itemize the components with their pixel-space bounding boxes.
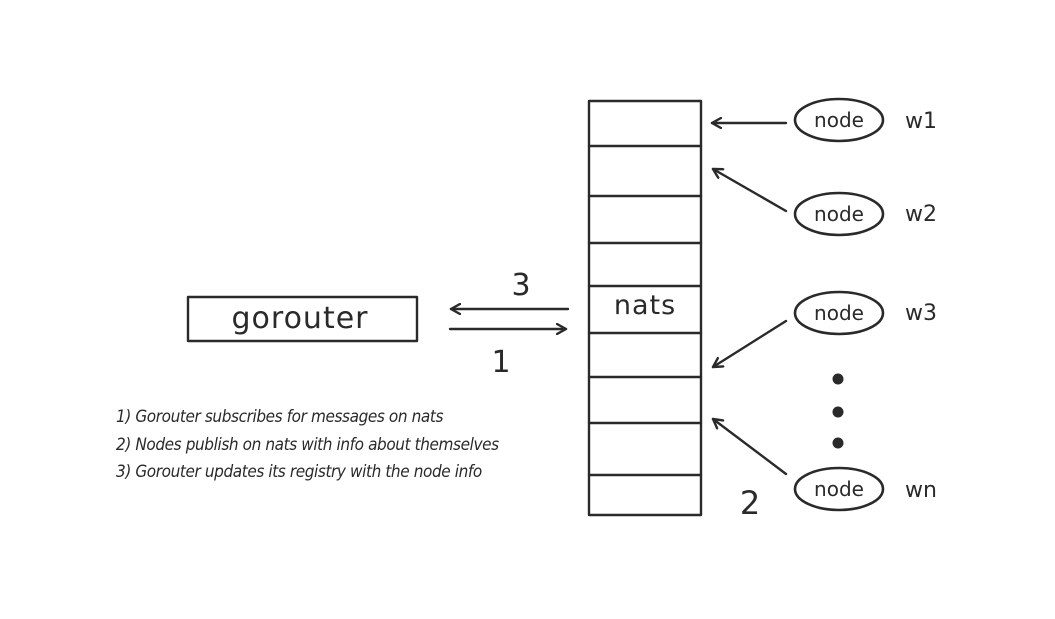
step-2-label: 2 xyxy=(740,484,760,522)
ellipsis-dot xyxy=(832,373,844,385)
node-w1: node w1 xyxy=(793,97,937,143)
node-name: w2 xyxy=(905,202,937,227)
publish-arrow-w3 xyxy=(711,319,788,369)
node-wn: node wn xyxy=(793,466,937,512)
node-name: w3 xyxy=(905,301,937,326)
step-1-label: 1 xyxy=(491,345,510,380)
publish-arrow-w2 xyxy=(711,167,788,213)
publish-arrow-wn xyxy=(711,417,788,476)
node-label: node xyxy=(814,108,864,132)
node-name: w1 xyxy=(905,109,937,134)
legend-item-1: 1) Gorouter subscribes for messages on n… xyxy=(116,407,444,427)
nats-label: nats xyxy=(614,290,676,321)
legend-item-3: 3) Gorouter updates its registry with th… xyxy=(116,462,482,482)
legend-item-2: 2) Nodes publish on nats with info about… xyxy=(116,435,499,455)
node-w3: node w3 xyxy=(793,290,937,336)
ellipsis-dot xyxy=(832,437,844,449)
node-label: node xyxy=(814,301,864,325)
node-w2: node w2 xyxy=(793,191,937,237)
nats-queue: nats xyxy=(587,99,703,517)
gorouter-label: gorouter xyxy=(232,301,369,336)
gorouter-box: gorouter xyxy=(186,295,419,343)
node-name: wn xyxy=(905,478,937,503)
step-3-label: 3 xyxy=(511,268,530,303)
ellipsis-dot xyxy=(832,406,844,418)
node-label: node xyxy=(814,202,864,226)
node-label: node xyxy=(814,477,864,501)
